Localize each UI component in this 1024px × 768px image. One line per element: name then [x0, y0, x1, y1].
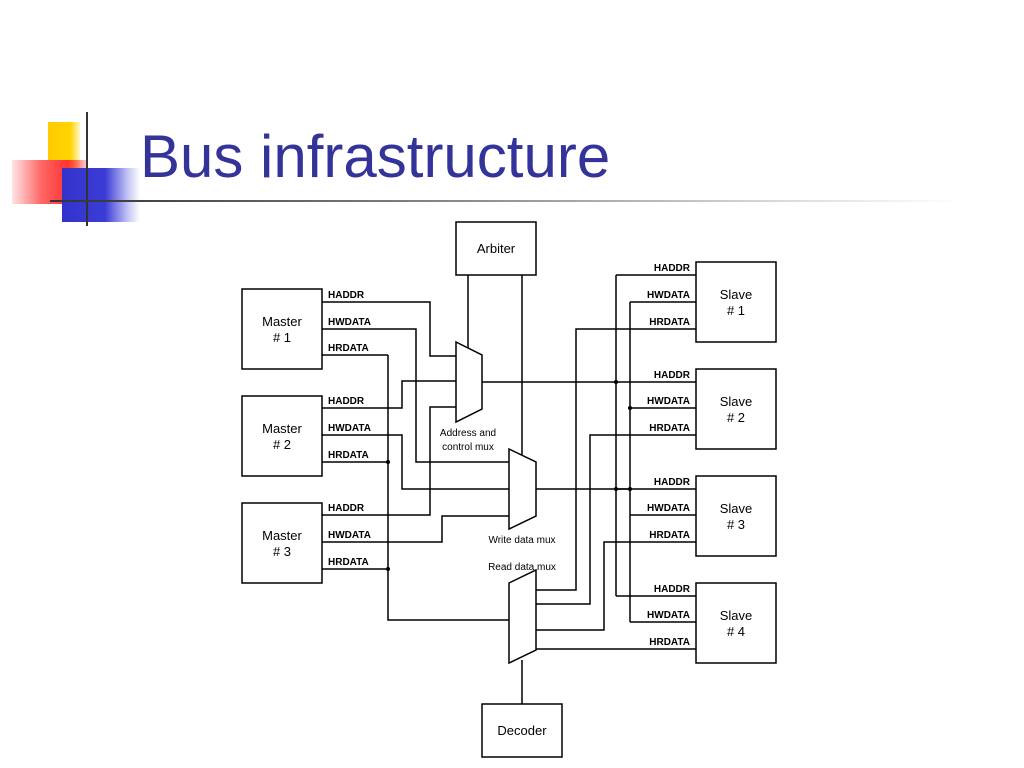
- hrdata-trunk-wire: [387, 355, 509, 621]
- read-data-mux: [508, 568, 537, 665]
- slave1-box: [695, 261, 777, 343]
- decoder-label: Decoder: [497, 723, 547, 738]
- arbiter-label: Arbiter: [477, 241, 516, 256]
- master2-hwdata-label: HWDATA: [328, 423, 371, 434]
- title-underline: [50, 200, 960, 202]
- slide-title: Bus infrastructure: [140, 123, 611, 190]
- master3-number: # 3: [273, 544, 291, 559]
- master3-box: [241, 502, 323, 584]
- master2-hwdata-wire: [322, 434, 509, 490]
- junction-dot: [614, 380, 618, 384]
- slave3-hrdata-wire: [536, 541, 696, 631]
- master2-number: # 2: [273, 437, 291, 452]
- decoder-box: [481, 703, 563, 758]
- arbiter-box: [455, 221, 537, 276]
- slave3-box: [695, 475, 777, 557]
- master3-haddr-wire: [322, 406, 456, 516]
- slave1-number: # 1: [727, 303, 745, 318]
- slave1-hwdata-label: HWDATA: [647, 290, 690, 301]
- master1-hwdata-wire: [322, 328, 509, 463]
- slave3-haddr-label: HADDR: [654, 477, 691, 488]
- slave4-box: [695, 582, 777, 664]
- slave3-hrdata-label: HRDATA: [649, 530, 690, 541]
- master2-box: [241, 395, 323, 477]
- slave2-number: # 2: [727, 410, 745, 425]
- master3-haddr-label: HADDR: [328, 503, 365, 514]
- master3-hrdata-label: HRDATA: [328, 557, 369, 568]
- slave4-label: Slave: [720, 608, 753, 623]
- decor-blue-square: [62, 168, 140, 222]
- master2-haddr-label: HADDR: [328, 396, 365, 407]
- master3-hwdata-wire: [322, 515, 509, 543]
- master1-number: # 1: [273, 330, 291, 345]
- slave2-hrdata-label: HRDATA: [649, 423, 690, 434]
- junction-dot: [386, 460, 390, 464]
- slave4-hrdata-label: HRDATA: [649, 637, 690, 648]
- address-mux-label-line2: control mux: [442, 442, 494, 453]
- junction-dot: [386, 567, 390, 571]
- master1-label: Master: [262, 314, 302, 329]
- decor-vertical-line: [86, 112, 88, 226]
- junction-dot: [628, 487, 632, 491]
- slave1-hrdata-wire: [536, 328, 696, 591]
- slave1-label: Slave: [720, 287, 753, 302]
- master3-label: Master: [262, 528, 302, 543]
- slave3-hwdata-label: HWDATA: [647, 503, 690, 514]
- slave2-haddr-label: HADDR: [654, 370, 691, 381]
- master1-hwdata-label: HWDATA: [328, 317, 371, 328]
- slave4-number: # 4: [727, 624, 745, 639]
- slave1-haddr-label: HADDR: [654, 263, 691, 274]
- master1-haddr-label: HADDR: [328, 290, 365, 301]
- slave2-hwdata-label: HWDATA: [647, 396, 690, 407]
- slave1-hrdata-label: HRDATA: [649, 317, 690, 328]
- slave2-box: [695, 368, 777, 450]
- master1-haddr-wire: [322, 301, 456, 357]
- master1-box: [241, 288, 323, 370]
- master2-hrdata-label: HRDATA: [328, 450, 369, 461]
- master2-haddr-wire: [322, 380, 456, 409]
- read-mux-label: Read data mux: [488, 562, 556, 573]
- slave2-label: Slave: [720, 394, 753, 409]
- slave4-hwdata-label: HWDATA: [647, 610, 690, 621]
- master1-hrdata-label: HRDATA: [328, 343, 369, 354]
- write-mux-label: Write data mux: [488, 535, 555, 546]
- address-control-mux: [455, 340, 483, 424]
- slave3-label: Slave: [720, 501, 753, 516]
- slave4-haddr-label: HADDR: [654, 584, 691, 595]
- master3-hwdata-label: HWDATA: [328, 530, 371, 541]
- bus-wires: [322, 274, 696, 704]
- master2-label: Master: [262, 421, 302, 436]
- slave2-hrdata-wire: [536, 434, 696, 605]
- slave3-number: # 3: [727, 517, 745, 532]
- junction-dot: [628, 406, 632, 410]
- address-mux-label-line1: Address and: [440, 428, 496, 439]
- write-data-mux: [508, 447, 537, 531]
